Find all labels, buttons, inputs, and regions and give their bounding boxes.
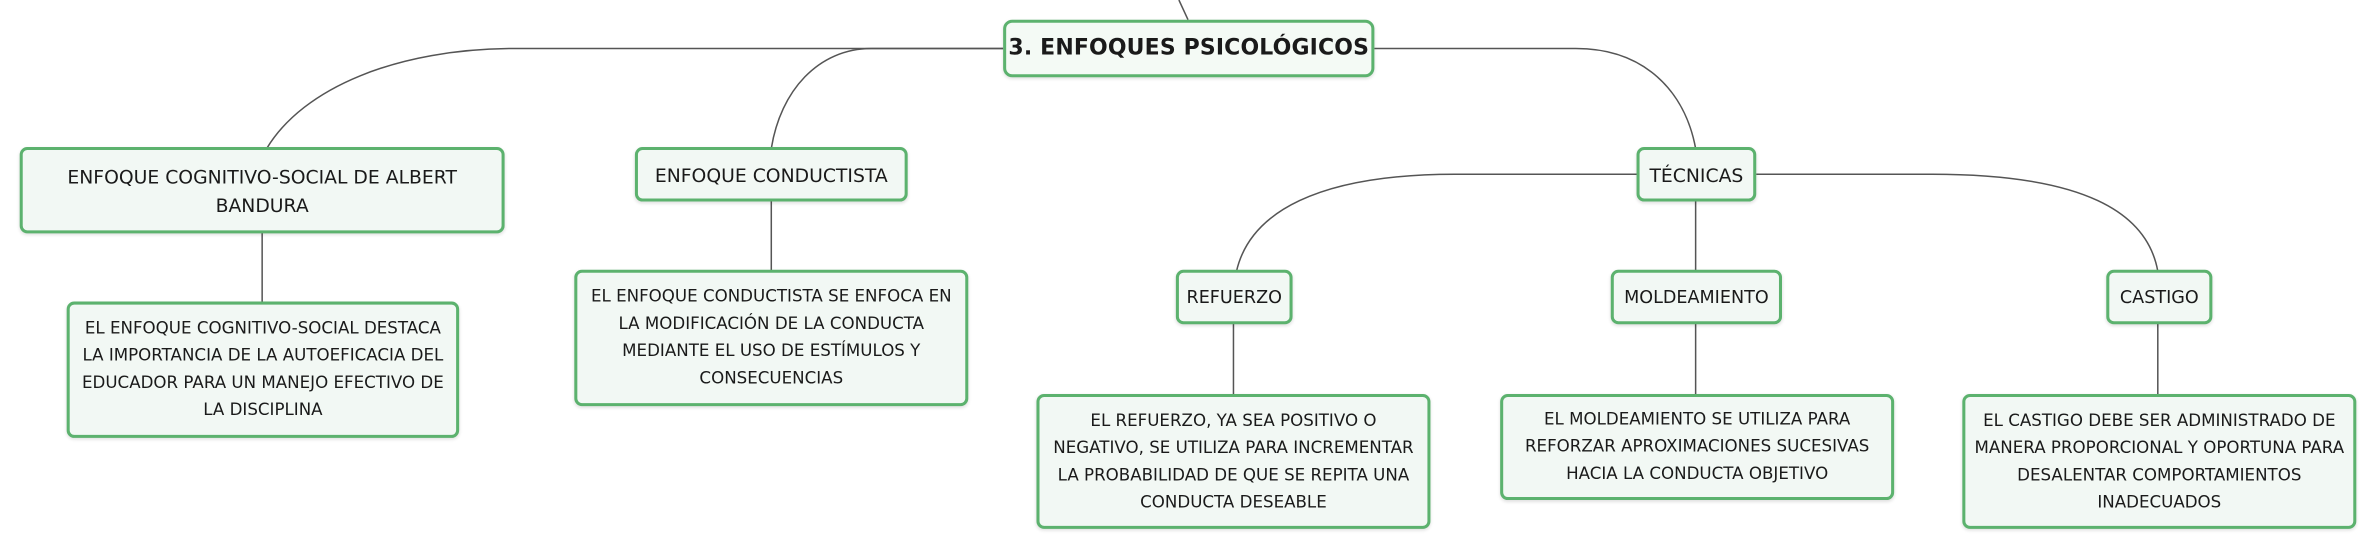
root-label: 3. ENFOQUES PSICOLÓGICOS (1008, 36, 1370, 61)
conductista-desc-node[interactable]: EL ENFOQUE CONDUCTISTA SE ENFOCA EN LA M… (574, 269, 969, 407)
bandura-desc-node[interactable]: EL ENFOQUE COGNITIVO-SOCIAL DESTACA LA I… (66, 301, 460, 438)
refuerzo-label: REFUERZO (1186, 286, 1282, 308)
connector-tecnicas-refuerzo (1235, 173, 1637, 272)
conductista-label: ENFOQUE CONDUCTISTA (654, 162, 888, 186)
refuerzo-desc: EL REFUERZO, YA SEA POSITIVO O NEGATIVO,… (1053, 409, 1414, 512)
castigo-desc: EL CASTIGO DEBE SER ADMINISTRADO DE MANE… (1974, 409, 2345, 512)
castigo-label: CASTIGO (2119, 286, 2199, 308)
connector-root-parent (1178, 0, 1189, 21)
bandura-node[interactable]: ENFOQUE COGNITIVO-SOCIAL DE ALBERT BANDU… (19, 146, 505, 234)
connector-tecnicas-castigo (1756, 173, 2159, 272)
castigo-desc-node[interactable]: EL CASTIGO DEBE SER ADMINISTRADO DE MANE… (1962, 393, 2357, 529)
moldeamiento-node[interactable]: MOLDEAMIENTO (1610, 269, 1783, 325)
connector-root-conductista (770, 47, 1004, 149)
bandura-label: ENFOQUE COGNITIVO-SOCIAL DE ALBERT BANDU… (67, 164, 457, 216)
conductista-node[interactable]: ENFOQUE CONDUCTISTA (634, 146, 908, 202)
connector-root-bandura (266, 47, 1004, 149)
connector-root-tecnicas (1374, 47, 1697, 149)
refuerzo-node[interactable]: REFUERZO (1175, 269, 1293, 325)
moldeamiento-label: MOLDEAMIENTO (1624, 286, 1769, 308)
moldeamiento-desc: EL MOLDEAMIENTO SE UTILIZA PARA REFORZAR… (1524, 409, 1870, 484)
bandura-desc: EL ENFOQUE COGNITIVO-SOCIAL DESTACA LA I… (81, 318, 444, 420)
tecnicas-node[interactable]: TÉCNICAS (1636, 146, 1757, 202)
root-node[interactable]: 3. ENFOQUES PSICOLÓGICOS (1003, 19, 1375, 78)
castigo-node[interactable]: CASTIGO (2106, 269, 2213, 325)
refuerzo-desc-node[interactable]: EL REFUERZO, YA SEA POSITIVO O NEGATIVO,… (1036, 393, 1431, 529)
tecnicas-label: TÉCNICAS (1649, 162, 1744, 186)
moldeamiento-desc-node[interactable]: EL MOLDEAMIENTO SE UTILIZA PARA REFORZAR… (1500, 393, 1895, 501)
conductista-desc: EL ENFOQUE CONDUCTISTA SE ENFOCA EN LA M… (590, 286, 952, 388)
